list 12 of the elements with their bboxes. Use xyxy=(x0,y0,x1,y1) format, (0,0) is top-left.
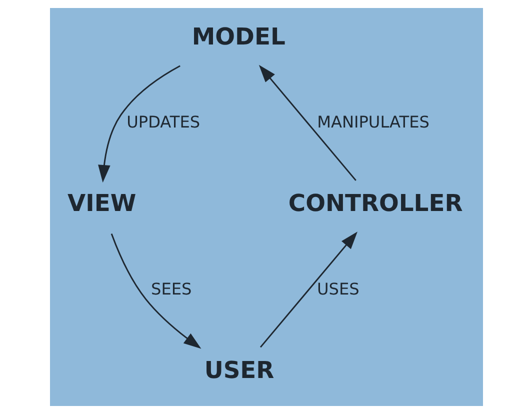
edge-label: MANIPULATES xyxy=(316,112,429,132)
edge-label: UPDATES xyxy=(126,112,200,132)
arrow xyxy=(98,65,180,183)
arrow xyxy=(110,233,201,349)
node-text: USER xyxy=(204,356,274,384)
arrow xyxy=(258,64,356,181)
edge-label: USES xyxy=(316,279,359,298)
edge-label: SEES xyxy=(150,279,192,298)
node-text: CONTROLLER xyxy=(288,189,462,218)
arrow xyxy=(259,232,357,348)
node-text: VIEW xyxy=(67,189,136,218)
node-text: MODEL xyxy=(191,22,285,50)
